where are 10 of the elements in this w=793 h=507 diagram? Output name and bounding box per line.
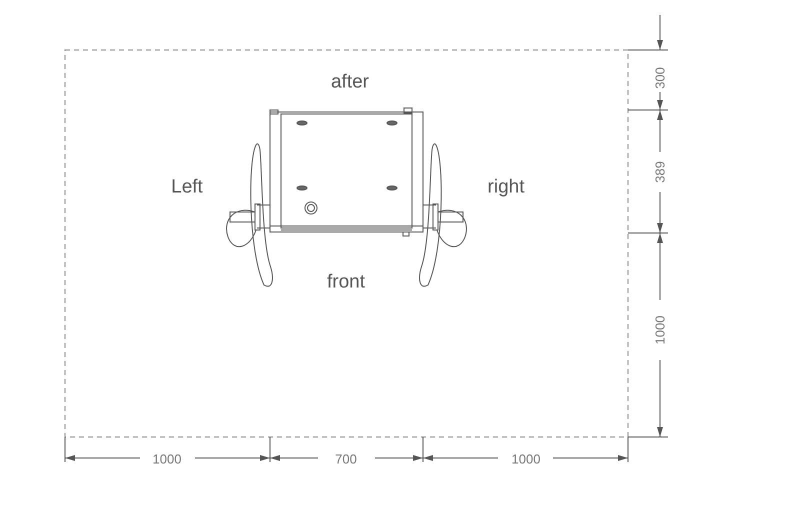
- direction-label: Left: [171, 178, 203, 196]
- dimension-value: 1000: [510, 452, 542, 466]
- dimension-value: 1000: [654, 314, 666, 346]
- dimension-value: 389: [654, 159, 666, 185]
- direction-label: after: [330, 72, 370, 92]
- direction-label: right: [488, 178, 524, 196]
- direction-label: front: [326, 272, 366, 292]
- dimension-value: 1000: [150, 452, 184, 466]
- dimension-value: 300: [654, 65, 666, 91]
- dimension-value: 700: [333, 452, 359, 466]
